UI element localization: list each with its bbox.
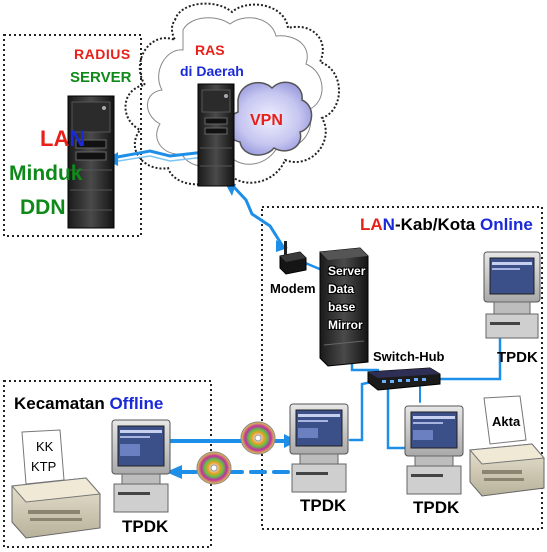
radius-minduk: Minduk	[9, 162, 83, 185]
ras-daerah-label: di Daerah	[180, 63, 244, 79]
printer-akta	[468, 395, 546, 497]
kecamatan-word: Kecamatan	[14, 394, 105, 413]
arrow-to-kecamatan	[166, 465, 182, 479]
cd-disc-upper	[240, 421, 276, 455]
radius-title-line1: RADIUS	[74, 46, 131, 62]
kk-label: KK	[36, 439, 54, 454]
server-label-line4: Mirror	[328, 318, 363, 332]
radius-ddn: DDN	[20, 196, 66, 219]
kecamatan-status: Offline	[109, 394, 164, 413]
lan-kab-status: Online	[479, 215, 533, 234]
radius-lan-prefix: LA	[40, 126, 70, 151]
tpdk-mid2-label: TPDK	[413, 498, 460, 517]
ras-server-tower	[197, 83, 235, 187]
server-label-stack: Server Data base Mirror	[328, 265, 365, 331]
modem-device	[279, 241, 307, 275]
tpdk-right-label: TPDK	[497, 349, 538, 366]
server-label-line1: Server	[328, 264, 366, 278]
database-server-tower	[319, 247, 369, 367]
tpdk-mid1-label: TPDK	[300, 496, 347, 515]
lan-kab-suffix: N	[382, 215, 395, 234]
printer-kk-ktp	[10, 429, 102, 539]
radius-lan-suffix: N	[69, 126, 86, 151]
vpn-label: VPN	[250, 112, 283, 129]
modem-label: Modem	[270, 281, 316, 296]
kecamatan-title: Kecamatan Offline	[14, 395, 163, 412]
server-label-line3: base	[328, 300, 356, 314]
lan-kab-prefix: LA	[360, 215, 383, 234]
monitor-kecamatan	[111, 419, 171, 513]
lan-kab-box	[261, 206, 543, 530]
radius-lan-label: LAN	[40, 128, 85, 150]
switch-hub-label: Switch-Hub	[373, 349, 445, 364]
ktp-label: KTP	[31, 459, 57, 474]
lan-kab-title: LAN-Kab/Kota Online	[360, 216, 533, 233]
radius-box	[3, 34, 142, 237]
monitor-mid1	[289, 403, 349, 493]
radius-title-line2: SERVER	[70, 69, 132, 86]
akta-label: Akta	[492, 414, 521, 429]
vpn-blob	[227, 81, 313, 156]
ras-label: RAS	[195, 42, 225, 58]
cd-disc-lower	[196, 451, 232, 485]
tpdk-kecamatan-label: TPDK	[122, 517, 169, 536]
lan-kab-middle: -Kab/Kota	[394, 215, 476, 234]
switch-hub-device	[367, 367, 441, 391]
monitor-right	[483, 251, 541, 339]
monitor-mid2	[404, 405, 464, 495]
radius-server-tower	[67, 95, 115, 229]
server-label-line2: Data	[328, 282, 355, 296]
